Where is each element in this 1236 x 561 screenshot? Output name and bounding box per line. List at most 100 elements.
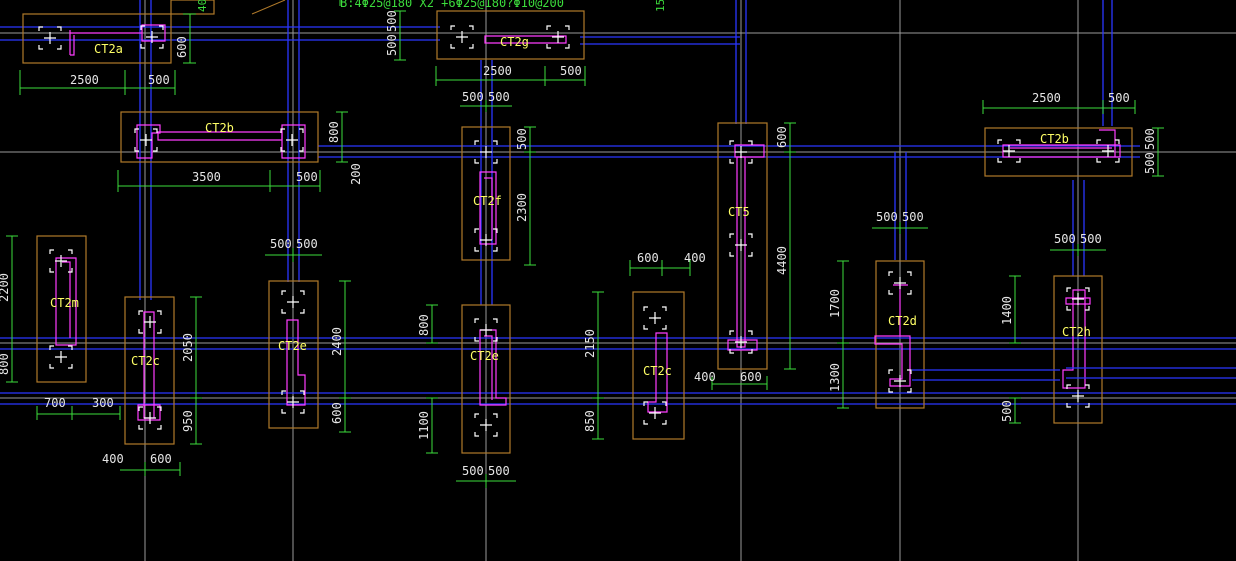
cap-label-ct2e-left: CT2e	[278, 339, 307, 353]
dim-text: 4400	[775, 246, 789, 275]
cap-label-ct2g: CT2g	[500, 35, 529, 49]
dim-text: 950	[181, 410, 195, 432]
dim-text: 800	[0, 353, 11, 375]
pile-caps	[22, 0, 1133, 454]
dim-text: 2150	[583, 329, 597, 358]
pile-symbol	[38, 26, 62, 50]
dim-text: 600	[150, 452, 172, 466]
dim-text: 500	[296, 170, 318, 184]
dim-text: 800	[327, 121, 341, 143]
pile-symbol	[643, 401, 667, 425]
dim-text: 1100	[417, 411, 431, 440]
pile-symbol	[1066, 384, 1090, 408]
dim-text: 500	[385, 10, 399, 32]
dim-text: 500	[296, 237, 318, 251]
cap-labels: CT2a CT2g CT2b CT2f CT5 CT2b CT2m CT2c C…	[50, 35, 1091, 378]
cap-label-ct2c-right: CT2c	[643, 364, 672, 378]
cap-label-ct2b-right: CT2b	[1040, 132, 1069, 146]
pile-symbol	[134, 128, 158, 152]
cap-label-ct2e-mid: CT2e	[470, 349, 499, 363]
dim-text: 500	[462, 464, 484, 478]
pile-symbol	[140, 25, 164, 49]
pile-symbol	[281, 290, 305, 314]
cap-label-ct2a: CT2a	[94, 42, 123, 56]
dim-text: 500	[270, 237, 292, 251]
dim-text: 500	[1000, 400, 1014, 422]
dim-text: 1400	[1000, 296, 1014, 325]
top-rebar-note: B:4Φ25@180 X2 +6Φ25@180?Φ10@200	[340, 0, 564, 10]
cap-label-ct2d: CT2d	[888, 314, 917, 328]
pile-symbol	[280, 128, 304, 152]
pile-symbol	[474, 140, 498, 164]
pile-symbol	[546, 25, 570, 49]
dim-text: 1700	[828, 289, 842, 318]
cap-label-ct5: CT5	[728, 205, 750, 219]
pile-symbol	[49, 249, 73, 273]
leader-fragment	[251, 0, 286, 15]
dim-text: 500	[1143, 128, 1157, 150]
dim-text: 600	[637, 251, 659, 265]
dim-text: 500	[462, 90, 484, 104]
top-fragment-b: 15	[654, 0, 667, 12]
dim-text: 300	[92, 396, 114, 410]
dim-text: 2500	[70, 73, 99, 87]
pile-symbol	[888, 271, 912, 295]
dim-text: 2200	[0, 273, 11, 302]
dim-text: 2400	[330, 327, 344, 356]
dim-text: 700	[44, 396, 66, 410]
dim-text: 500	[560, 64, 582, 78]
dim-text: 500	[385, 34, 399, 56]
dim-text: 400	[694, 370, 716, 384]
pile-symbol	[474, 413, 498, 437]
pile-symbol	[281, 390, 305, 414]
pile-symbol	[729, 140, 753, 164]
dim-text: 500	[148, 73, 170, 87]
cap-label-ct2b-left: CT2b	[205, 121, 234, 135]
top-fragment-a: 400	[196, 0, 209, 12]
dim-text: 500	[515, 128, 529, 150]
dim-text: 500	[488, 90, 510, 104]
dim-text: 400	[102, 452, 124, 466]
pile-symbol	[729, 330, 753, 354]
dim-text: 850	[583, 410, 597, 432]
dim-text: 2050	[181, 333, 195, 362]
pile-symbol	[474, 318, 498, 342]
pile-symbol	[450, 25, 474, 49]
cap-label-ct2h: CT2h	[1062, 325, 1091, 339]
piles	[38, 25, 1120, 437]
pile-symbol	[729, 233, 753, 257]
dimension-texts: 2500 500 600 500 500 2500 500 500 500 35…	[0, 10, 1157, 478]
pile-symbol	[888, 369, 912, 393]
beam-lines	[0, 0, 1236, 405]
pile-symbol	[138, 406, 162, 430]
dim-text: 500	[1080, 232, 1102, 246]
dim-text: 200	[349, 163, 363, 185]
dim-text: 2500	[1032, 91, 1061, 105]
dim-text: 500	[876, 210, 898, 224]
dim-text: 600	[175, 36, 189, 58]
dim-text: 400	[684, 251, 706, 265]
dim-text: 2500	[483, 64, 512, 78]
dim-text: 600	[330, 402, 344, 424]
dim-text: 1300	[828, 363, 842, 392]
dim-text: 500	[1108, 91, 1130, 105]
pile-symbol	[643, 306, 667, 330]
dimension-lines	[6, 0, 1164, 488]
cap-label-ct2c-left: CT2c	[131, 354, 160, 368]
pile-symbol	[1066, 287, 1090, 311]
dim-text: 500	[1054, 232, 1076, 246]
dim-text: 600	[740, 370, 762, 384]
dim-text: 500	[488, 464, 510, 478]
dim-text: 2300	[515, 193, 529, 222]
pile-symbol	[997, 139, 1021, 163]
columns	[55, 24, 1236, 421]
cap-label-ct2f: CT2f	[473, 194, 502, 208]
pile-symbol	[1096, 139, 1120, 163]
cap-label-ct2m: CT2m	[50, 296, 79, 310]
pile-symbol	[474, 228, 498, 252]
dim-text: 3500	[192, 170, 221, 184]
pile-symbol	[138, 310, 162, 334]
dim-text: 600	[775, 126, 789, 148]
